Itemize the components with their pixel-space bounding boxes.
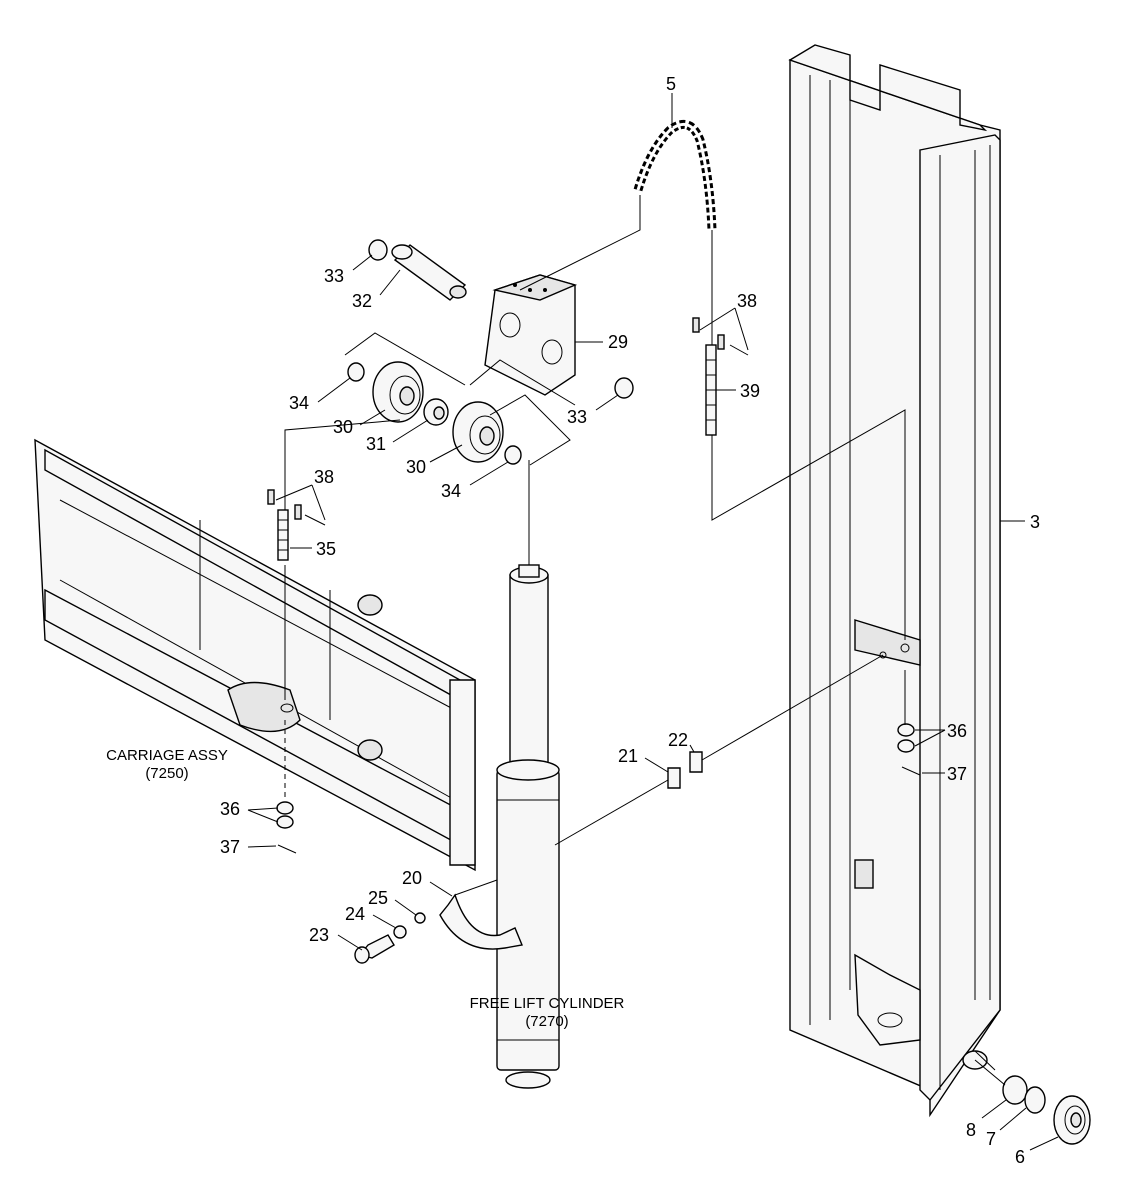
- washer-24: [393, 925, 407, 939]
- ring-34-lower: [504, 445, 522, 465]
- callout-34-lower: 34: [441, 481, 461, 501]
- callout-24: 24: [345, 904, 365, 924]
- nuts-36-left: [276, 801, 294, 829]
- callout-21: 21: [618, 746, 638, 766]
- callout-25: 25: [368, 888, 388, 908]
- carriage-assy-part: [34, 438, 476, 872]
- snap-ring-33-lower: [614, 377, 634, 399]
- lift-chain-part: [633, 119, 717, 231]
- callout-33-lower: 33: [567, 407, 587, 427]
- sheave-lower-part: [452, 401, 504, 463]
- anchor-bolt-35: [277, 509, 289, 561]
- callout-6: 6: [1015, 1147, 1025, 1167]
- callout-29: 29: [608, 332, 628, 352]
- callout-3: 3: [1030, 512, 1040, 532]
- callout-38-upper: 38: [737, 291, 757, 311]
- shim-21: [667, 767, 681, 789]
- pin-part: [391, 244, 467, 301]
- free-lift-cylinder-part: [496, 564, 560, 1089]
- shim-22: [689, 751, 703, 773]
- clip-pin-38-upper: [692, 317, 749, 356]
- callout-7: 7: [986, 1129, 996, 1149]
- callout-23: 23: [309, 925, 329, 945]
- free-lift-cylinder-code: (7270): [525, 1013, 568, 1030]
- bearing-6: [1053, 1095, 1091, 1145]
- callout-34-upper: 34: [289, 393, 309, 413]
- callout-20: 20: [402, 868, 422, 888]
- mast-rail-part: [788, 44, 1001, 1118]
- callout-22: 22: [668, 730, 688, 750]
- callout-36-right: 36: [947, 721, 967, 741]
- callout-35: 35: [316, 539, 336, 559]
- callout-8: 8: [966, 1120, 976, 1140]
- carriage-assy-label: CARRIAGE ASSY: [106, 747, 228, 764]
- callout-38-lower: 38: [314, 467, 334, 487]
- sheave-upper-part: [372, 361, 424, 423]
- cotter-pin-37-left: [277, 844, 297, 854]
- clip-pin-38-lower: [267, 489, 326, 526]
- callout-33-upper: 33: [324, 266, 344, 286]
- sheave-bracket-part: [484, 274, 578, 396]
- callout-39: 39: [740, 381, 760, 401]
- clamp-band-20: [439, 893, 523, 950]
- cotter-pin-37-right: [901, 766, 921, 776]
- callout-30-upper: 30: [333, 417, 353, 437]
- free-lift-cylinder-label: FREE LIFT CYLINDER: [470, 995, 625, 1012]
- carriage-assy-code: (7250): [145, 765, 188, 782]
- spacer-part: [423, 398, 449, 426]
- callout-32: 32: [352, 291, 372, 311]
- washer-8: [1002, 1075, 1028, 1105]
- callout-37-right: 37: [947, 764, 967, 784]
- callout-30-lower: 30: [406, 457, 426, 477]
- assembly-lines: [247, 93, 1059, 1151]
- anchor-bolt-39: [705, 344, 717, 436]
- snap-ring-33-upper: [368, 239, 388, 261]
- callout-36-left: 36: [220, 799, 240, 819]
- callout-37-left: 37: [220, 837, 240, 857]
- callout-5: 5: [666, 74, 676, 94]
- nuts-36-right: [897, 723, 915, 753]
- washer-25: [414, 912, 426, 924]
- bolt-23: [354, 934, 395, 964]
- washer-7: [1024, 1086, 1046, 1114]
- callout-31: 31: [366, 434, 386, 454]
- ring-34-upper: [347, 362, 365, 382]
